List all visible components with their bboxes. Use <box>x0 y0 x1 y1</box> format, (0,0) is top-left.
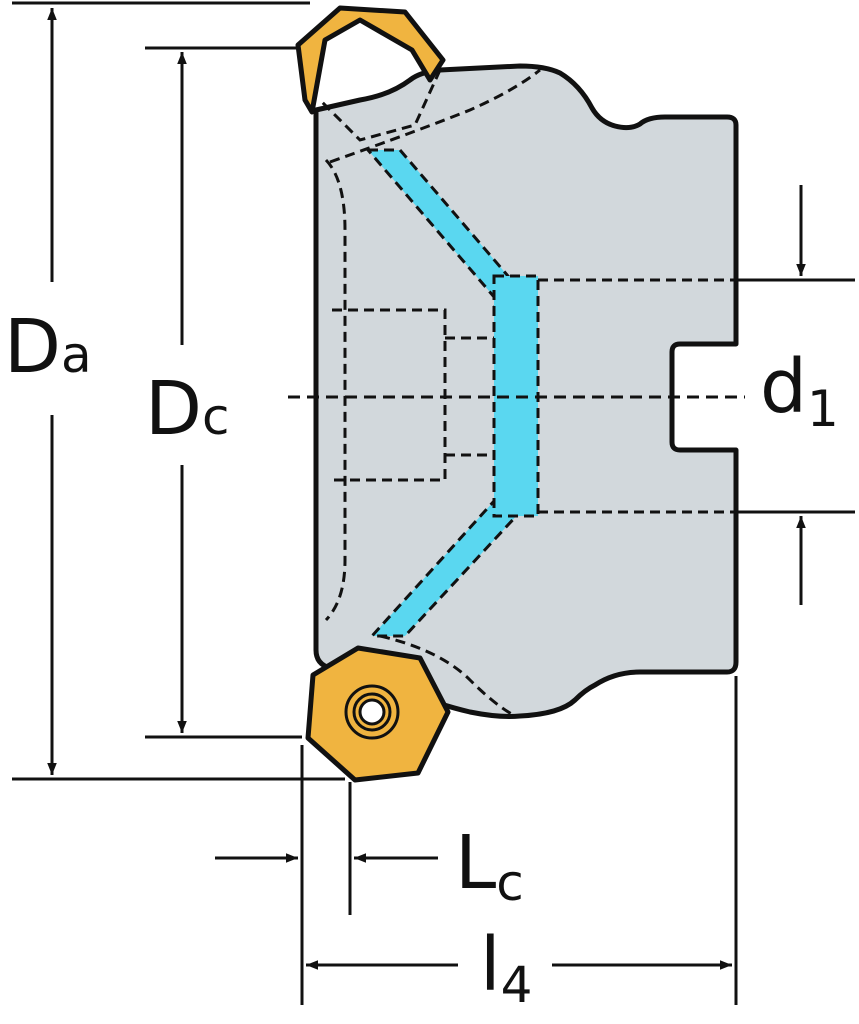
label-da: Da <box>4 304 92 390</box>
hidden-lines <box>318 68 736 718</box>
insert-screw-outer <box>344 684 400 740</box>
extension-lines <box>12 1 855 1005</box>
label-lc: Lc <box>455 820 524 912</box>
label-d1: d1 <box>760 344 839 438</box>
label-l4: l4 <box>480 922 532 1014</box>
insert-screw-ring <box>352 692 392 732</box>
dimension-lines <box>47 8 806 970</box>
insert-top <box>295 5 446 115</box>
label-dc: Dc <box>145 366 229 452</box>
insert-screw-hole <box>358 698 386 726</box>
